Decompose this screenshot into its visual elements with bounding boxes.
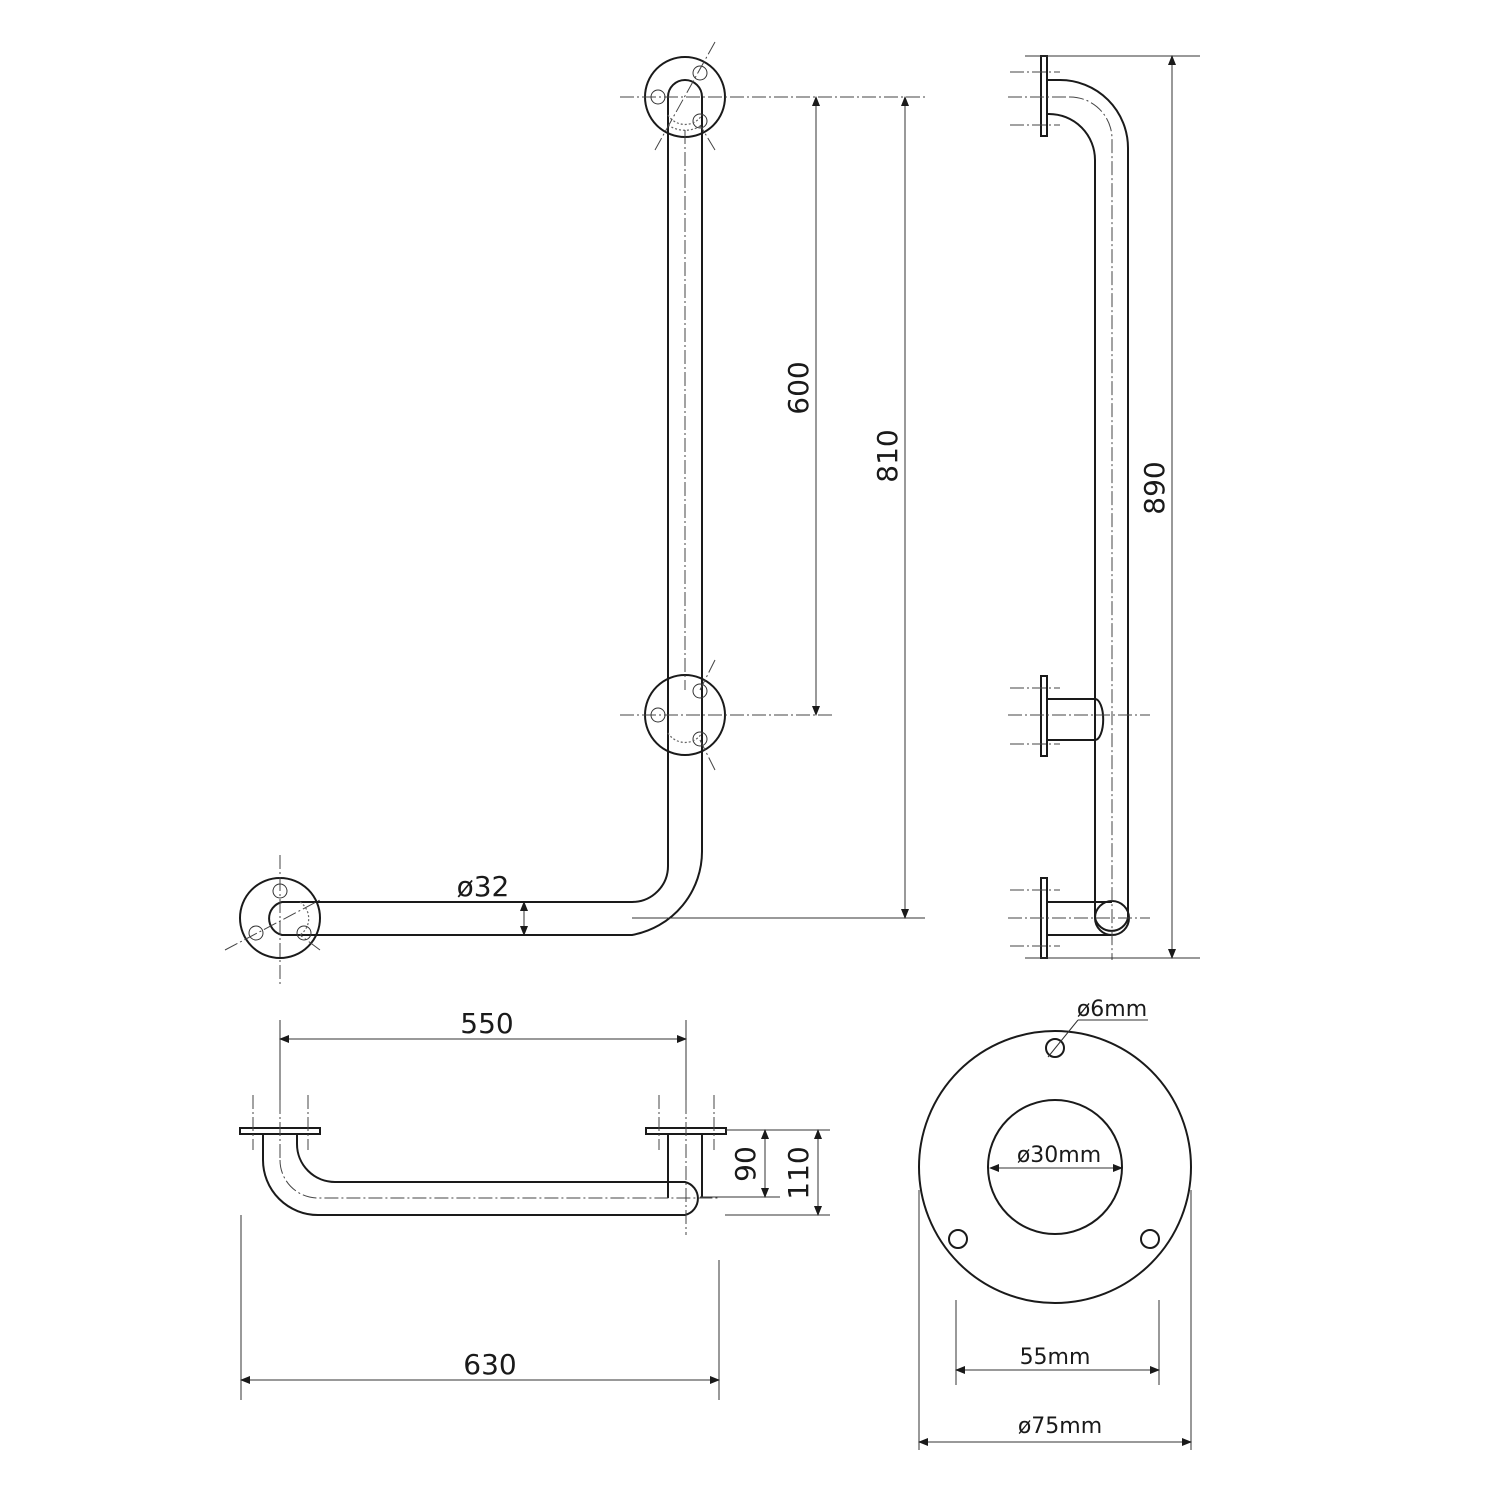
dim-630: 630 bbox=[463, 1348, 516, 1381]
dim-110: 110 bbox=[782, 1146, 815, 1199]
dim-550: 550 bbox=[460, 1007, 513, 1040]
flange-detail: ø6mm ø30mm 55mm ø75mm bbox=[918, 997, 1192, 1450]
dim-890: 890 bbox=[1138, 461, 1171, 514]
top-view: 550 630 90 110 bbox=[239, 1007, 830, 1400]
front-view: 600 810 ø32 bbox=[224, 41, 925, 985]
dim-90: 90 bbox=[729, 1146, 762, 1182]
dim-810: 810 bbox=[871, 429, 904, 482]
tube-diameter-label: ø32 bbox=[457, 870, 510, 903]
dim-600: 600 bbox=[782, 361, 815, 414]
flange-diameter-label: ø75mm bbox=[1018, 1414, 1102, 1439]
bore-diameter-label: ø30mm bbox=[1017, 1143, 1101, 1168]
hole-spacing-label: 55mm bbox=[1020, 1345, 1091, 1370]
hole-diameter-label: ø6mm bbox=[1077, 997, 1147, 1022]
side-view: 890 bbox=[1008, 55, 1200, 960]
